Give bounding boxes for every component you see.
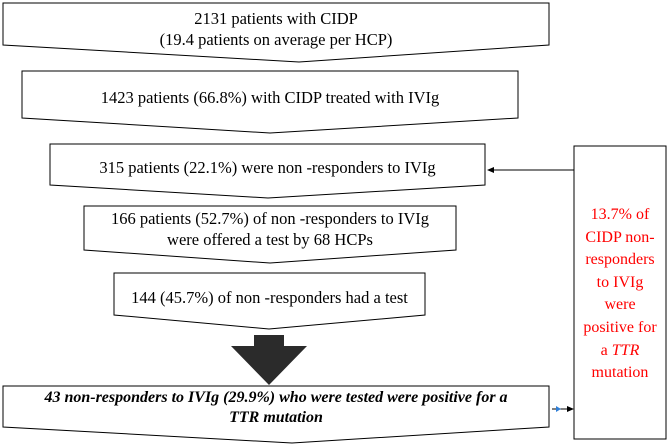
step1-box [2,2,550,63]
result-line1: 43 non-responders to IVIg (29.9%) who we… [44,389,508,406]
step1-text: 2131 patients with CIDP (19.4 patients o… [3,8,549,50]
step3-box [49,143,486,199]
small-blue-marker-icon [556,406,561,412]
side-note-text: 13.7% of CIDP non-responders to IVIg wer… [580,204,660,385]
side-note-post: mutation [591,364,649,382]
step4-line1: 166 patients (52.7%) of non -responders … [110,209,429,228]
step2-box [21,70,519,134]
result-text: 43 non-responders to IVIg (29.9%) who we… [3,388,549,428]
step5-box [113,272,426,330]
down-arrow-icon [231,335,307,385]
step1-line1: 2131 patients with CIDP [194,9,358,28]
step1-line2: (19.4 patients on average per HCP) [159,30,393,49]
step4-box [83,205,457,264]
step3-text: 315 patients (22.1%) were non -responder… [99,158,436,177]
step4-line2: were offered a test by 68 HCPs [167,230,373,249]
side-note-pre: 13.7% of CIDP non-responders to IVIg wer… [583,206,657,359]
step4-text: 166 patients (52.7%) of non -responders … [84,208,456,250]
side-note-box [573,145,667,440]
result-box [2,385,550,444]
step5-text: 144 (45.7%) of non -responders had a tes… [131,288,408,307]
side-note-italic: TTR [611,341,640,359]
result-line2: TTR mutation [229,409,323,426]
arrowhead-right-icon [567,406,574,412]
step2-text: 1423 patients (66.8%) with CIDP treated … [100,88,440,107]
arrowhead-left-icon [487,167,494,173]
